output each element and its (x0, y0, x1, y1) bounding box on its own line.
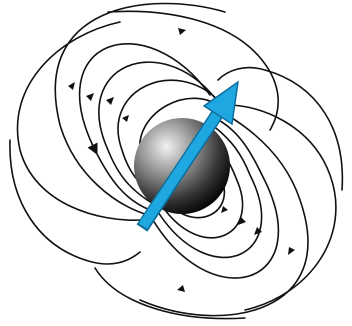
arrowhead-2 (106, 97, 114, 105)
arrowhead-4 (178, 28, 186, 35)
arrowhead-9 (288, 247, 295, 255)
arrowhead-3 (122, 115, 129, 122)
field-line-outer-top (108, 11, 278, 130)
field-line-lower-right-6 (228, 105, 336, 310)
arrowhead-10 (177, 285, 185, 292)
arrowhead-1 (86, 93, 94, 101)
arrowhead-5 (68, 82, 75, 90)
arrowhead-8 (221, 206, 228, 213)
